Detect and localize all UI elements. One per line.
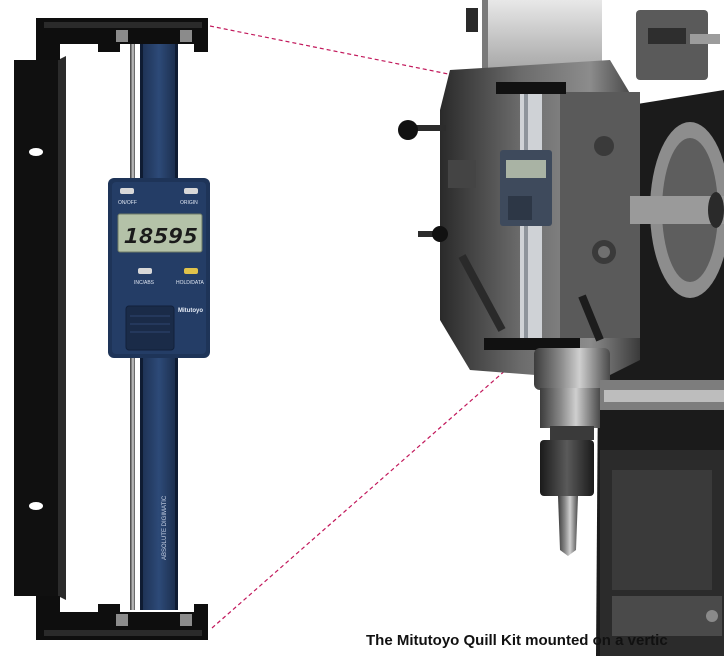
screw <box>180 30 192 42</box>
battery-cover <box>125 305 175 351</box>
bracket-slot-bottom <box>29 502 43 510</box>
rail-label: ABSOLUTE DIGIMATIC <box>162 495 168 560</box>
lcd-reading: 18595 <box>124 224 198 248</box>
quill-scale-kit: ABSOLUTE DIGIMATIC ON/OFF ORIGIN 18595 I… <box>14 18 210 640</box>
inc-abs-button[interactable] <box>138 268 152 274</box>
leader-line-bottom <box>211 353 525 629</box>
lcd-display <box>117 213 203 253</box>
end-mill <box>558 496 578 556</box>
screw <box>116 30 128 42</box>
photo-caption: The Mitutoyo Quill Kit mounted on a vert… <box>366 632 668 649</box>
screw <box>180 614 192 626</box>
mounted-scale <box>484 82 580 350</box>
inc-abs-label: INC/ABS <box>134 280 155 286</box>
milling-machine <box>398 0 724 656</box>
collet-chuck <box>540 440 594 496</box>
side-mounting-bracket <box>14 60 58 596</box>
origin-label: ORIGIN <box>180 200 198 206</box>
screw <box>116 614 128 626</box>
hold-data-label: HOLD/DATA <box>176 280 205 286</box>
brand-logo: Mitutoyo <box>178 308 203 314</box>
lever-knob <box>398 120 418 140</box>
hold-data-button[interactable] <box>184 268 198 274</box>
spindle-nose <box>534 348 610 390</box>
digital-readout: ON/OFF ORIGIN 18595 INC/ABS HOLD/DATA Mi… <box>108 178 210 358</box>
on-off-label: ON/OFF <box>118 200 137 206</box>
bracket-slot-top <box>29 148 43 156</box>
origin-button[interactable] <box>184 188 198 194</box>
on-off-button[interactable] <box>120 188 134 194</box>
